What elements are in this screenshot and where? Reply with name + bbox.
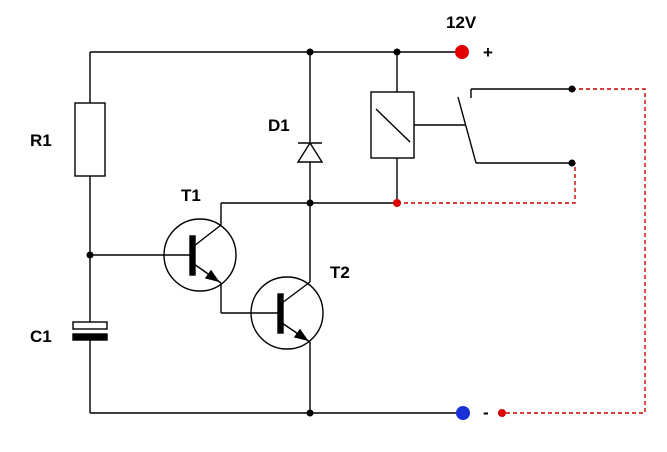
t1-body [163, 218, 237, 292]
jumper-wires [397, 88, 646, 414]
junctions [86, 48, 576, 417]
junction-dot [568, 85, 576, 93]
d1-label: D1 [268, 116, 290, 135]
t2-collector-lead [281, 281, 311, 304]
t2-emitter-arrow [293, 328, 309, 342]
junction-dot [306, 409, 314, 417]
t2-body [250, 276, 324, 350]
junction-dot [306, 48, 314, 56]
relay-coil-diagonal [375, 108, 411, 143]
wiring [89, 51, 572, 414]
t2-transistor [250, 276, 324, 350]
t1-transistor [163, 218, 237, 292]
t1-label: T1 [181, 186, 201, 205]
plus-label: + [483, 43, 493, 62]
c1-negative-plate [72, 333, 108, 341]
t1-emitter-arrow [204, 269, 220, 283]
t1-collector-lead [193, 224, 222, 247]
relay-coil [370, 91, 415, 159]
junction-dot [86, 251, 94, 259]
jumper-switch-to-negative [502, 88, 646, 414]
red-junction-dot [498, 409, 506, 417]
r1-resistor [74, 102, 106, 177]
d1-anode-triangle [296, 141, 324, 163]
red-junction-dot [393, 199, 401, 207]
d1-diode [296, 141, 324, 163]
supply-voltage-label: 12V [446, 13, 477, 32]
relay-coil-box [370, 91, 415, 159]
t2-label: T2 [330, 263, 350, 282]
junction-dot [568, 159, 576, 167]
jumper-collector-to-switch [397, 163, 576, 204]
r1-label: R1 [30, 131, 52, 150]
junction-dot [393, 48, 401, 56]
junction-dot [306, 199, 314, 207]
t1-base-bar [189, 235, 196, 276]
negative-terminal[interactable] [456, 406, 470, 420]
t2-base-bar [277, 293, 284, 334]
c1-positive-plate [72, 321, 108, 330]
minus-label: - [483, 403, 489, 422]
c1-label: C1 [30, 327, 52, 346]
c1-capacitor [72, 321, 108, 341]
switch-blade [457, 96, 477, 164]
positive-terminal[interactable] [455, 45, 469, 59]
